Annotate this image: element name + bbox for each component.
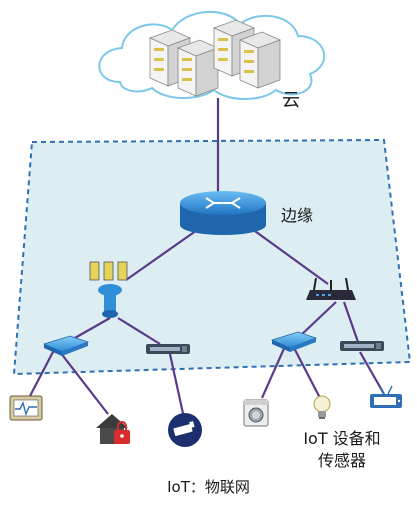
edge-label: 边缘 [281,206,314,225]
diagram-caption: IoT：物联网 [167,478,250,496]
light-bulb-icon [313,395,331,419]
edge-router-icon [180,191,266,235]
wifi-router-icon [306,277,356,300]
smart-lock-home-icon [96,414,130,444]
network-switch-icon [270,331,318,352]
network-switch-icon [42,335,90,356]
security-camera-icon [168,413,202,447]
monitor-sensor-icon [9,395,43,421]
wireless-access-point-icon [89,261,128,318]
network-links [29,98,385,419]
iot-devices-label: IoT 设备和 传感器 [282,428,402,472]
washing-machine-icon [243,399,269,427]
server-rack-icon [148,19,282,97]
gateway-device-icon [146,344,190,354]
iot-devices-label-line2: 传感器 [317,451,366,470]
iot-devices-label-line1: IoT 设备和 [303,429,381,448]
smart-tv-icon [370,385,402,408]
gateway-device-icon [340,341,384,351]
cloud-label: 云 [282,90,300,111]
